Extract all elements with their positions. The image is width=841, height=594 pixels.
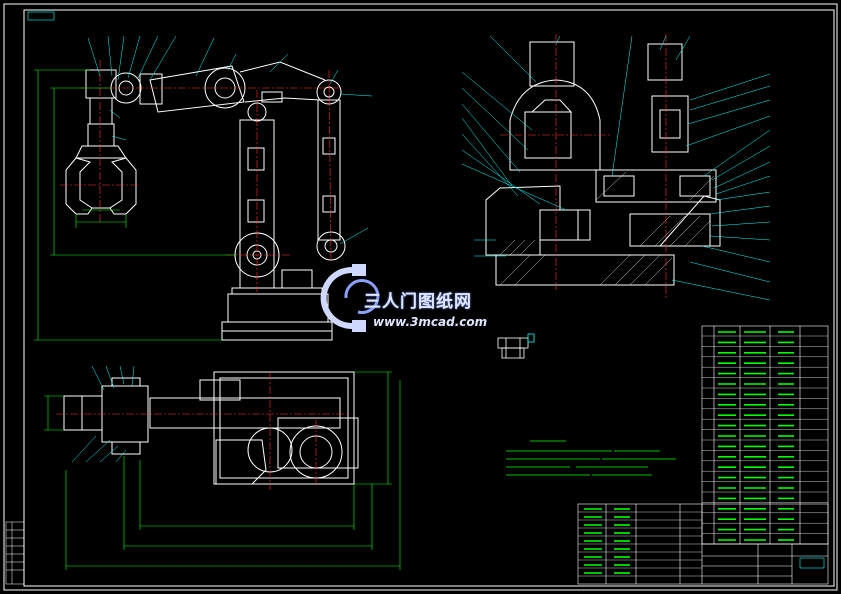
title-entries xyxy=(584,508,630,574)
top-view xyxy=(44,365,401,570)
watermark-logo xyxy=(320,264,380,332)
parts-entries xyxy=(718,331,794,541)
rear-link xyxy=(316,79,346,261)
robot-base xyxy=(221,269,333,341)
drawing-tag xyxy=(27,11,55,21)
technical-notes xyxy=(506,440,676,476)
front-leaders xyxy=(87,35,373,245)
section-leaders xyxy=(461,35,771,301)
parts-rows xyxy=(702,335,828,545)
center-lines xyxy=(60,60,340,292)
front-view xyxy=(34,35,373,341)
gear-block xyxy=(595,43,717,203)
section-hatching xyxy=(499,171,715,286)
top-view-center-lines xyxy=(56,372,350,490)
title-stamp xyxy=(799,557,825,569)
section-view xyxy=(461,34,771,301)
top-view-leaders xyxy=(71,365,135,463)
title-block xyxy=(577,503,829,585)
inner-border xyxy=(23,9,835,587)
parts-list-table xyxy=(701,325,829,545)
motor-housing xyxy=(509,41,601,171)
left-stamp-table xyxy=(5,521,25,585)
title-rows xyxy=(578,511,702,577)
section-base xyxy=(485,185,721,286)
watermark-brand: 三人门图纸网 xyxy=(364,292,472,312)
top-view-body xyxy=(149,371,359,485)
watermark-url: www.3mcad.com xyxy=(373,315,488,329)
front-dimensions xyxy=(34,69,236,341)
top-view-dimensions xyxy=(44,371,401,570)
detail-view xyxy=(497,333,535,359)
outer-border xyxy=(3,3,838,591)
upper-arm xyxy=(149,61,326,122)
section-center-lines xyxy=(500,34,667,300)
gripper xyxy=(65,145,137,215)
top-view-gripper xyxy=(63,377,149,455)
